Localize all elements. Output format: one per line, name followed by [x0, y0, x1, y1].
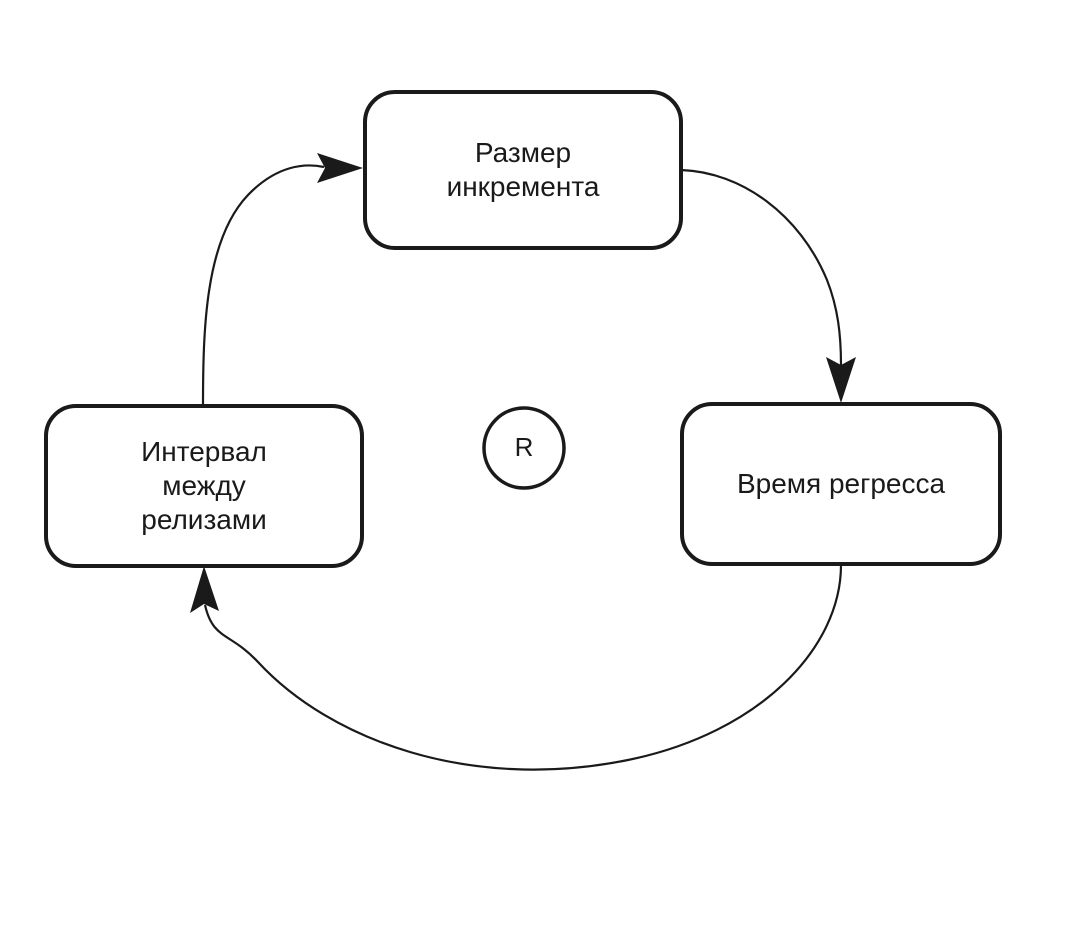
edge-path-release-interval-to-increment-size: [201, 164, 325, 407]
edge-increment-size-to-regression-time: [680, 168, 856, 403]
node-increment-size[interactable]: [363, 90, 683, 250]
loop-marker-circle: [482, 406, 566, 490]
edge-path-increment-size-to-regression-time: [680, 168, 843, 366]
arrowhead-regression-time-inbound: [826, 357, 856, 403]
edge-release-interval-to-increment-size: [201, 153, 363, 407]
node-regression-time[interactable]: [680, 402, 1002, 566]
arrowhead-increment-size-inbound: [317, 153, 363, 183]
arrowhead-release-interval-inbound: [190, 566, 219, 613]
edge-regression-time-to-release-interval: [190, 564, 843, 771]
edge-path-regression-time-to-release-interval: [203, 564, 843, 771]
node-release-interval[interactable]: [44, 404, 364, 568]
